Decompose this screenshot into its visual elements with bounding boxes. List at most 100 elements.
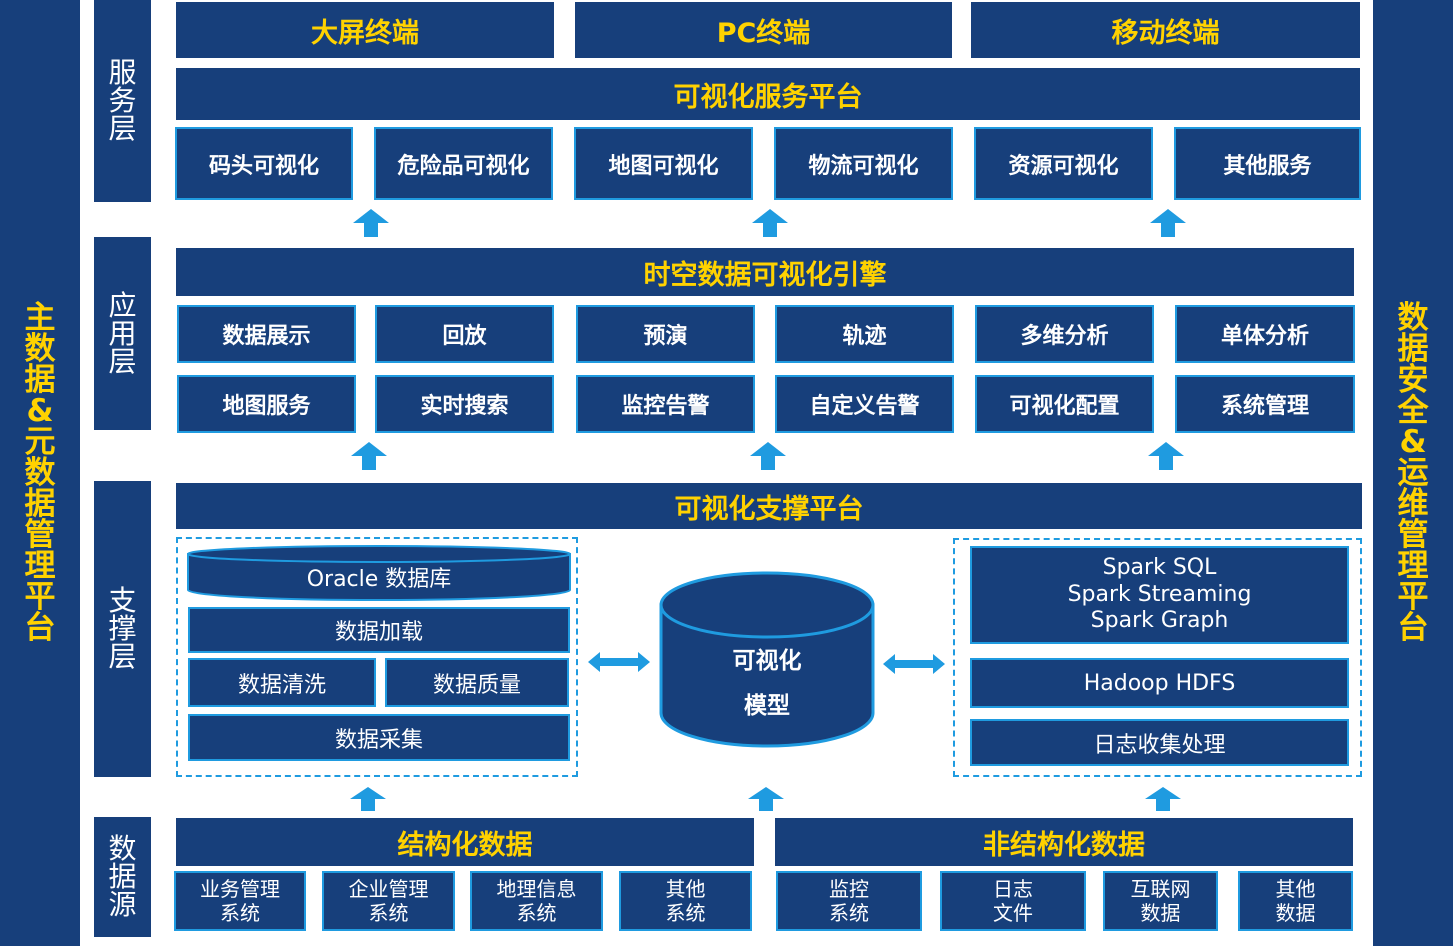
support-log-processing: 日志收集处理	[970, 719, 1349, 766]
up-arrow-icon	[1145, 787, 1181, 811]
left-panel-master-data: 主数据&元数据管理平台	[0, 0, 80, 946]
app-item-single-analysis: 单体分析	[1175, 305, 1355, 363]
app-item-playback: 回放	[375, 305, 554, 363]
app-item-multidim-analysis: 多维分析	[975, 305, 1154, 363]
support-spark-box: Spark SQL Spark Streaming Spark Graph	[970, 546, 1349, 644]
oracle-database-label: Oracle 数据库	[306, 567, 452, 592]
source-monitor-system: 监控 系统	[776, 871, 922, 931]
service-item-logistics: 物流可视化	[774, 127, 953, 200]
vertical-char: 数	[108, 832, 137, 865]
app-item-monitor-alarm: 监控告警	[576, 375, 755, 433]
vertical-char: 台	[1397, 609, 1429, 646]
service-item-resource: 资源可视化	[974, 127, 1153, 200]
support-hadoop-hdfs: Hadoop HDFS	[970, 658, 1349, 708]
spark-streaming-label: Spark Streaming	[1067, 581, 1252, 607]
vertical-char: 层	[108, 112, 137, 145]
oracle-cylinder-shape	[187, 545, 571, 602]
support-data-collect: 数据采集	[188, 714, 570, 761]
source-other-data: 其他 数据	[1238, 871, 1353, 931]
vertical-char: 数	[24, 454, 56, 491]
layer-label-support: 支撑层	[94, 481, 151, 777]
vertical-char: 据	[24, 361, 56, 398]
vertical-char: 据	[108, 860, 137, 893]
double-arrow-left-icon	[588, 652, 650, 672]
layer-label-service: 服务层	[94, 0, 151, 202]
up-arrow-icon	[1148, 442, 1184, 470]
layer-label-datasource: 数据源	[94, 817, 151, 937]
source-other-system: 其他 系统	[619, 871, 752, 931]
service-item-other: 其他服务	[1174, 127, 1361, 200]
up-arrow-icon	[351, 442, 387, 470]
right-panel-security-ops: 数据安全&运维管理平台	[1373, 0, 1453, 946]
support-right-group	[953, 538, 1362, 777]
vertical-char: 安	[1397, 361, 1429, 398]
vertical-char: 数	[24, 330, 56, 367]
vertical-char: 主	[24, 299, 56, 336]
vertical-char: 支	[108, 584, 137, 617]
vertical-char: 应	[108, 288, 137, 322]
app-item-data-display: 数据展示	[177, 305, 356, 363]
vertical-char: 撑	[108, 612, 137, 645]
vertical-char: 数	[1397, 299, 1429, 336]
vertical-char: 运	[1397, 454, 1429, 491]
structured-data-title: 结构化数据	[176, 818, 754, 866]
vertical-char: 理	[1397, 547, 1429, 584]
spark-graph-label: Spark Graph	[1090, 608, 1229, 634]
engine-title: 时空数据可视化引擎	[176, 248, 1354, 296]
layer-label-application: 应用层	[94, 237, 151, 430]
vertical-char: 源	[108, 888, 137, 921]
model-label-line1: 可视化	[732, 648, 802, 674]
app-item-custom-alarm: 自定义告警	[775, 375, 954, 433]
source-internet-data: 互联网 数据	[1103, 871, 1218, 931]
vertical-char: 用	[108, 316, 137, 350]
service-item-hazmat: 危险品可视化	[374, 127, 553, 200]
vertical-char: &	[1399, 423, 1427, 460]
support-data-load: 数据加载	[188, 607, 570, 653]
service-platform-title: 可视化服务平台	[176, 68, 1360, 120]
vertical-char: 平	[24, 578, 56, 615]
vertical-char: 维	[1397, 485, 1429, 522]
service-item-terminal: 码头可视化	[175, 127, 353, 200]
vertical-char: 服	[108, 56, 137, 89]
up-arrow-icon	[752, 209, 788, 237]
up-arrow-icon	[1150, 209, 1186, 237]
support-left-group	[176, 537, 578, 777]
unstructured-data-title: 非结构化数据	[775, 818, 1353, 866]
source-log-files: 日志 文件	[940, 871, 1086, 931]
vertical-char: 管	[1397, 516, 1429, 553]
vertical-char: 台	[24, 609, 56, 646]
vertical-char: 层	[108, 640, 137, 673]
app-item-system-admin: 系统管理	[1175, 375, 1355, 433]
terminal-large-screen: 大屏终端	[176, 2, 554, 58]
support-data-quality: 数据质量	[385, 658, 569, 707]
double-arrow-right-icon	[883, 654, 945, 674]
app-item-rehearsal: 预演	[576, 305, 755, 363]
vertical-char: 务	[108, 84, 137, 117]
vertical-char: 据	[1397, 330, 1429, 367]
app-item-realtime-search: 实时搜索	[375, 375, 554, 433]
vertical-char: 平	[1397, 578, 1429, 615]
vertical-char: 据	[24, 485, 56, 522]
source-business-mgmt-system: 业务管理 系统	[174, 871, 306, 931]
vertical-char: 层	[108, 344, 137, 378]
vertical-char: 管	[24, 516, 56, 553]
vertical-char: &	[26, 392, 54, 429]
up-arrow-icon	[353, 209, 389, 237]
app-item-map-service: 地图服务	[177, 375, 356, 433]
vertical-char: 元	[24, 423, 56, 460]
service-item-map: 地图可视化	[574, 127, 753, 200]
up-arrow-icon	[350, 787, 386, 811]
vertical-char: 全	[1397, 392, 1429, 429]
up-arrow-icon	[748, 787, 784, 811]
spark-sql-label: Spark SQL	[1102, 554, 1217, 580]
model-cylinder-shape	[659, 571, 875, 748]
app-item-trajectory: 轨迹	[775, 305, 954, 363]
up-arrow-icon	[750, 442, 786, 470]
source-enterprise-mgmt-system: 企业管理 系统	[322, 871, 455, 931]
app-item-vis-config: 可视化配置	[975, 375, 1154, 433]
model-label-line2: 模型	[744, 693, 790, 719]
support-data-clean: 数据清洗	[188, 658, 376, 707]
support-platform-title: 可视化支撑平台	[176, 483, 1362, 529]
terminal-pc: PC终端	[575, 2, 952, 58]
source-gis-system: 地理信息 系统	[470, 871, 603, 931]
